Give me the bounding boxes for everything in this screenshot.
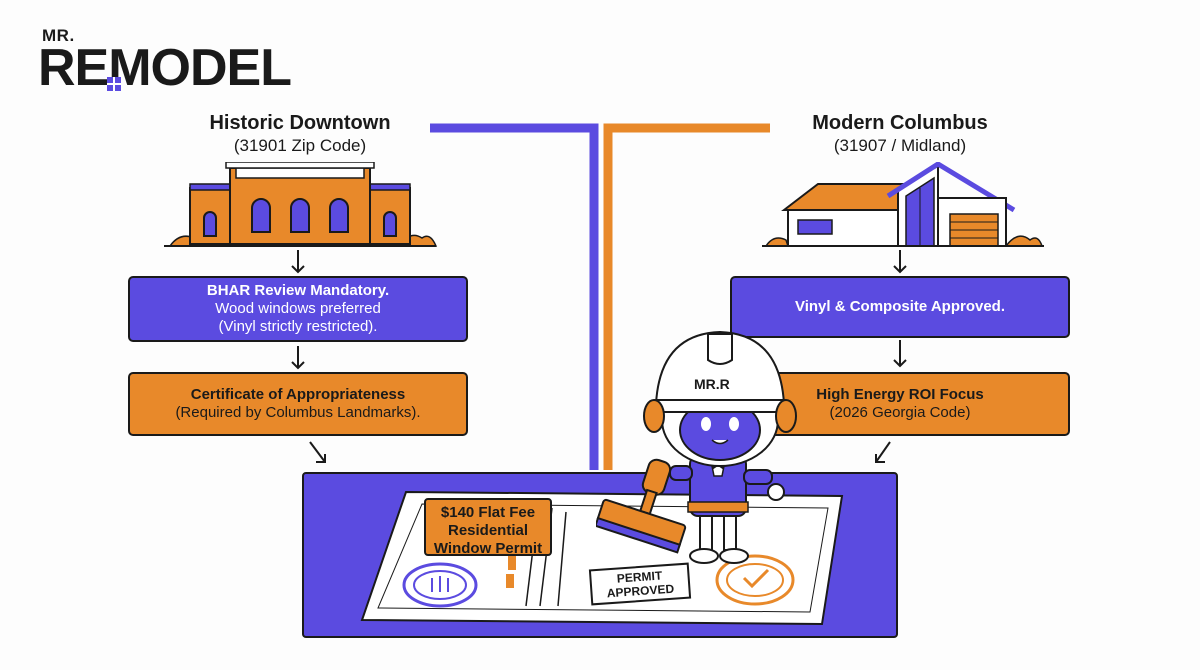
logo-wordmark: REMODEL <box>38 39 292 97</box>
permit-fee-line: $140 Flat Fee <box>440 504 536 521</box>
permit-fee-label: $140 Flat Fee Residential Window Permit <box>424 498 552 557</box>
gold-seal-icon <box>715 554 795 606</box>
wood-windows-line: Wood windows preferred <box>215 300 381 317</box>
bhar-review-line: BHAR Review Mandatory. <box>206 282 390 299</box>
brand-logo: MR. REMODEL <box>38 26 338 97</box>
bhar-review-box: BHAR Review Mandatory. Wood windows pref… <box>128 276 468 342</box>
robot-mascot-icon <box>643 330 797 564</box>
certificate-note: (Required by Columbus Landmarks). <box>175 404 421 421</box>
historic-downtown-title: Historic Downtown <box>209 112 391 134</box>
certificate-box: Certificate of Appropriateness (Required… <box>128 372 468 436</box>
georgia-code-note: (2026 Georgia Code) <box>829 404 971 421</box>
vinyl-composite-box: Vinyl & Composite Approved. <box>730 276 1070 338</box>
house-window-icon <box>107 77 121 91</box>
modern-columbus-zip: (31907 / Midland) <box>833 136 967 155</box>
historic-downtown-zip: (31901 Zip Code) <box>233 136 367 155</box>
logo-prefix: MR. <box>42 26 75 45</box>
modern-columbus-title: Modern Columbus <box>812 112 988 134</box>
helmet-label: MR.R <box>694 376 730 392</box>
permit-residential-line: Residential <box>447 522 529 539</box>
certificate-title: Certificate of Appropriateness <box>190 386 406 403</box>
historic-building-icon <box>164 162 438 247</box>
energy-roi-title: High Energy ROI Focus <box>816 386 984 403</box>
vinyl-restricted-line: (Vinyl strictly restricted). <box>218 318 378 335</box>
permit-window-line: Window Permit <box>433 540 543 557</box>
vinyl-composite-text: Vinyl & Composite Approved. <box>794 298 1006 315</box>
seal-icon <box>402 562 478 608</box>
modern-house-icon <box>762 162 1044 247</box>
rubber-stamp-icon <box>596 458 687 554</box>
